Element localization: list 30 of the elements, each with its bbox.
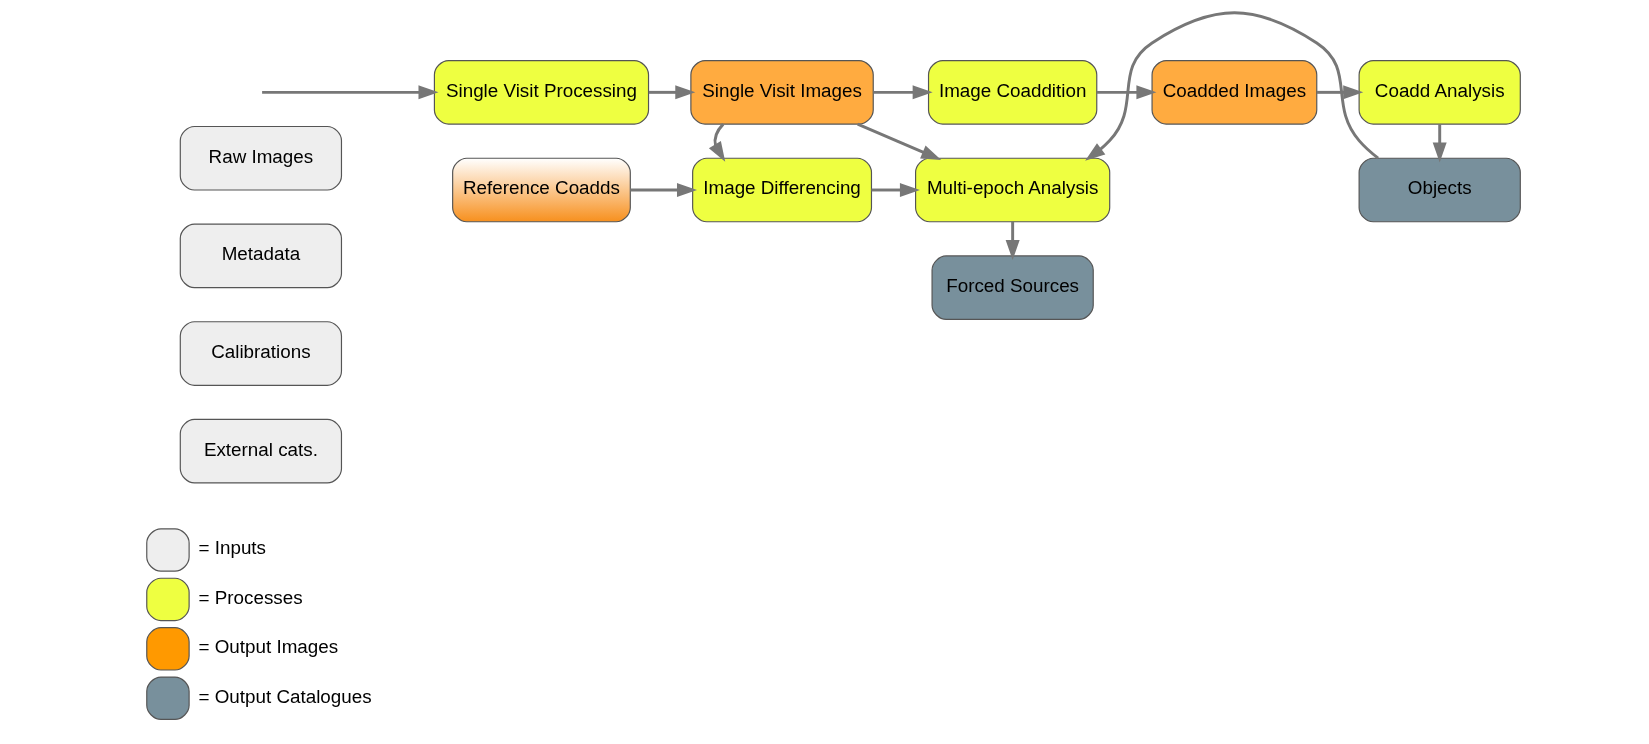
node-box: Multi-epoch Analysis xyxy=(914,157,1110,223)
node-box: Reference Coadds xyxy=(451,157,631,223)
arrow xyxy=(1005,221,1020,261)
node-box: Objects xyxy=(1358,157,1521,223)
node-box: Single Visit Processing xyxy=(433,60,649,125)
arrow xyxy=(708,123,725,162)
node-box: Raw Images xyxy=(179,125,342,191)
node-box: Metadata xyxy=(179,223,342,289)
node-box: Calibrations xyxy=(179,321,342,386)
arrow xyxy=(261,85,439,100)
arrow xyxy=(629,183,697,197)
node-box: Coadded Images xyxy=(1150,60,1317,125)
node-box: Image Differencing xyxy=(691,157,872,223)
legend-label: = Processes xyxy=(198,586,303,608)
node-box: Forced Sources xyxy=(930,255,1094,320)
arrow xyxy=(1084,11,1379,161)
arrow xyxy=(1316,85,1363,100)
node-box: Coadd Analysis xyxy=(1358,60,1521,125)
node-box: External cats. xyxy=(179,418,342,484)
legend-label: = Inputs xyxy=(198,537,266,559)
arrow xyxy=(871,183,920,197)
node-box: Single Visit Images xyxy=(689,60,874,125)
arrow xyxy=(648,85,695,100)
arrow xyxy=(1096,85,1156,100)
arrow xyxy=(872,85,933,100)
arrow xyxy=(856,122,941,160)
legend-label: = Output Catalogues xyxy=(198,685,372,707)
arrow xyxy=(1432,124,1447,163)
node-box: Image Coaddition xyxy=(927,60,1097,125)
legend-label: = Output Images xyxy=(198,636,338,658)
